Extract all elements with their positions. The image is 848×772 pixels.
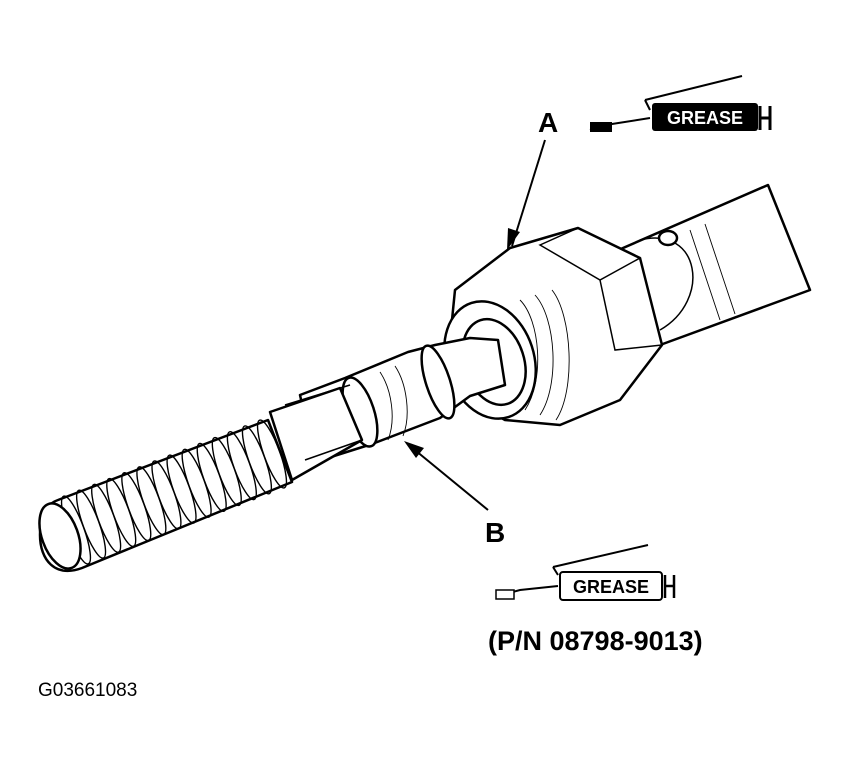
grease-label-top: GREASE bbox=[667, 108, 743, 128]
leader-a bbox=[507, 139, 546, 250]
hex-section bbox=[268, 384, 364, 482]
label-a: A bbox=[538, 107, 558, 138]
label-b: B bbox=[485, 517, 505, 548]
figure-id: G03661083 bbox=[38, 680, 137, 701]
threaded-end bbox=[38, 418, 294, 572]
thread-tip bbox=[38, 502, 82, 570]
part-number: (P/N 08798-9013) bbox=[488, 626, 703, 656]
grease-tube-icon: GREASE bbox=[589, 75, 772, 132]
grease-label-bottom: GREASE bbox=[573, 577, 649, 597]
thread-crest bbox=[256, 419, 288, 489]
grease-tube-icon: GREASE bbox=[495, 544, 676, 601]
leader-b bbox=[404, 441, 489, 511]
